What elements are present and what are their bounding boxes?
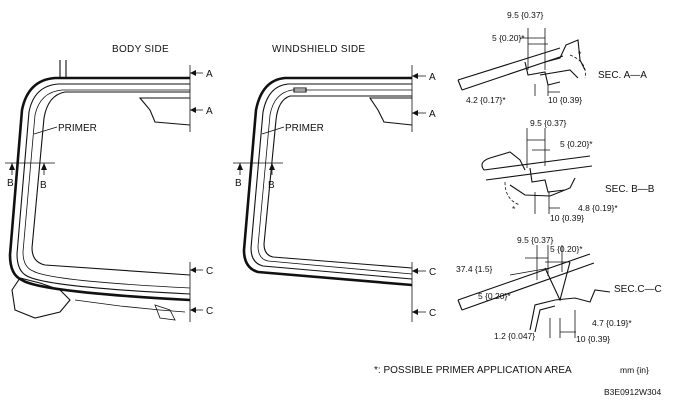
body-cowl-notch <box>138 97 191 126</box>
section-c-c: 9.5 {0.37} 5 {0.20}* 37.4 {1.5} 5 {0.20}… <box>456 235 662 344</box>
body-lower-structure <box>11 277 71 319</box>
sec-b-dim-5: 5 {0.20}* <box>560 139 593 149</box>
arrow-gc1 <box>412 268 418 274</box>
sec-a-title: SEC. A—A <box>598 70 647 81</box>
mark-c-body-top: C <box>206 266 213 277</box>
arrow-c1 <box>190 267 196 273</box>
figure-reference: B3E0912W304 <box>604 387 661 397</box>
primer-leader-glass <box>261 126 285 135</box>
sec-a-dim-10: 10 {0.39} <box>548 95 582 105</box>
sec-a-dim-5: 5 {0.20}* <box>492 33 525 43</box>
arrow-a2 <box>190 107 196 113</box>
sec-a-dim-lines <box>520 28 548 70</box>
body-inner-opening <box>31 91 191 276</box>
mark-c-glass-bottom: C <box>429 308 436 319</box>
sec-c-dim-4-7: 4.7 {0.19}* <box>592 318 632 328</box>
arrow-gc2 <box>412 309 418 315</box>
sec-b-dim-9-5: 9.5 {0.37} <box>530 118 567 128</box>
sec-c-dim-5-top: 5 {0.20}* <box>550 244 583 254</box>
sec-b-dim-4-8: 4.8 {0.19}* <box>578 203 618 213</box>
body-side-title: BODY SIDE <box>112 44 169 55</box>
sec-c-dim-37-4: 37.4 {1.5} <box>456 264 493 274</box>
body-section-arrows <box>190 72 203 311</box>
arrow-gb2 <box>269 163 275 170</box>
sec-c-glass-end <box>457 299 463 311</box>
glass-b-arrows <box>239 163 273 175</box>
mark-c-glass-top: C <box>429 267 436 278</box>
primer-band <box>16 83 191 295</box>
arrow-b2 <box>41 163 47 170</box>
glass-primer-band-inner <box>257 89 413 275</box>
primer-band-inner <box>22 89 191 289</box>
sec-a-dim-9-5: 9.5 {0.37} <box>507 10 544 20</box>
sec-b-molding <box>481 151 526 171</box>
sec-c-adhesive <box>544 261 571 302</box>
body-side-view: BODY SIDE A A C C PRIMER B B <box>5 44 213 322</box>
mark-b-body-right: B <box>40 180 47 191</box>
sec-a-asterisk: * <box>578 49 582 59</box>
sec-c-body-panel <box>529 289 611 331</box>
arrow-b1 <box>9 163 15 170</box>
sec-b-primer-arc <box>504 181 521 206</box>
arrow-ga1 <box>412 73 418 79</box>
mark-a-body-top: A <box>206 69 213 80</box>
sec-a-flange <box>539 69 579 79</box>
sec-c-dim-10: 10 {0.39} <box>576 334 610 344</box>
arrow-ga2 <box>412 110 418 116</box>
sec-a-glass-end <box>457 79 463 91</box>
mark-b-glass-right: B <box>268 180 275 191</box>
sec-c-title: SEC.C—C <box>614 284 662 295</box>
primer-leader-body <box>33 126 58 135</box>
sec-c-glass <box>457 253 595 311</box>
glass-ceramic-edge <box>263 95 413 269</box>
sec-b-dim-10: 10 {0.39} <box>550 213 584 223</box>
windshield-side-view: WINDSHIELD SIDE A A C C PRIMER B B <box>233 44 436 322</box>
body-pillar-top <box>59 60 67 78</box>
mark-b-glass-left: B <box>235 178 242 189</box>
body-lower-bracket <box>154 304 176 321</box>
primer-label-glass: PRIMER <box>285 123 324 134</box>
footnote-primer-area: *: POSSIBLE PRIMER APPLICATION AREA <box>374 365 572 376</box>
arrow-c2 <box>190 307 196 313</box>
units-note: mm {in} <box>620 365 649 375</box>
sec-c-dim-lines-low <box>509 267 576 338</box>
section-a-a: 9.5 {0.37} 5 {0.20}* 4.2 {0.17}* 10 {0.3… <box>457 10 647 105</box>
arrow-a1 <box>190 70 196 76</box>
sec-b-adhesive <box>529 167 566 193</box>
mark-a-glass-top: A <box>429 72 436 83</box>
glass-mirror-mount <box>293 87 307 93</box>
section-b-b: 9.5 {0.37} 5 {0.20}* 4.8 {0.19}* 10 {0.3… <box>481 118 655 223</box>
primer-label-body: PRIMER <box>58 123 97 134</box>
glass-outline <box>242 76 413 287</box>
sec-c-dim-1-2: 1.2 {0.047} <box>494 331 535 341</box>
body-flange-outline <box>8 76 191 302</box>
glass-cowl-notch <box>368 97 413 126</box>
sec-c-dim-5-left: 5 {0.20}* <box>478 291 511 301</box>
sec-b-title: SEC. B—B <box>605 184 655 195</box>
glass-section-arrows <box>412 75 426 313</box>
mark-a-body-bottom: A <box>206 106 213 117</box>
glass-primer-band <box>250 83 413 280</box>
sec-a-adhesive <box>524 61 561 86</box>
sec-a-dim-lines-low <box>534 84 560 96</box>
sec-a-primer-arc <box>569 54 586 79</box>
sec-b-dim-lines <box>526 128 550 168</box>
sec-a-dim-4-2: 4.2 {0.17}* <box>466 95 506 105</box>
sec-b-asterisk: * <box>512 204 516 214</box>
sec-b-dim-lines-low <box>534 192 560 214</box>
body-lower-line <box>74 299 186 313</box>
mark-c-body-bottom: C <box>206 306 213 317</box>
windshield-side-title: WINDSHIELD SIDE <box>272 44 365 55</box>
mark-a-glass-bottom: A <box>429 109 436 120</box>
sec-c-body-inner <box>534 305 556 333</box>
mark-b-body-left: B <box>7 178 14 189</box>
sec-b-body-panel <box>509 177 576 197</box>
sec-b-glass <box>483 155 593 181</box>
sec-c-dim-9-5: 9.5 {0.37} <box>517 235 554 245</box>
sec-c-dim-lines <box>525 245 570 280</box>
arrow-gb1 <box>237 163 243 170</box>
